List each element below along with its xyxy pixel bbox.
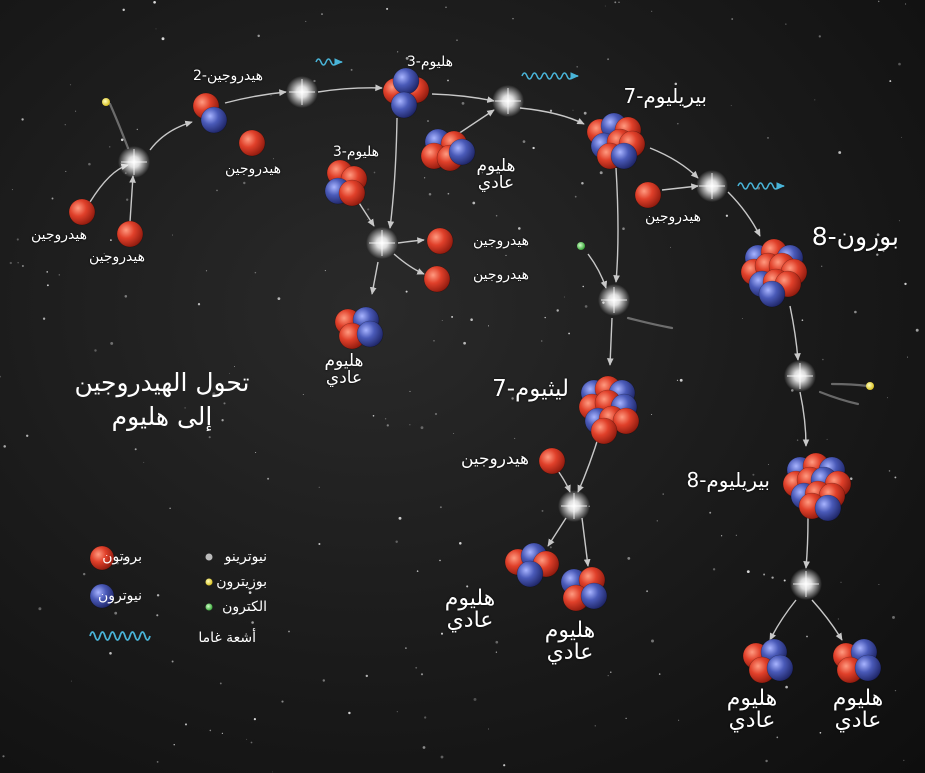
label-hydrogen-2: هيدروجين-2 (193, 68, 263, 84)
hydrogen-nucleus-d (426, 227, 454, 255)
flash-6 (598, 284, 630, 316)
title-line-2: إلى هليوم (111, 401, 213, 431)
boron-8-nucleus (740, 238, 808, 308)
title-line-1: تحول الهيدروجين (74, 368, 250, 397)
helium-4-nucleus-2 (420, 128, 476, 172)
lithium-7-nucleus (578, 375, 640, 445)
label-lithium-7: ليثيوم-7 (492, 376, 569, 402)
legend-positron-label: بوزيترون (216, 574, 267, 590)
hydrogen-2-nucleus (192, 92, 228, 134)
flash-2 (286, 76, 318, 108)
nuclei (68, 67, 882, 684)
flash-8 (558, 490, 590, 522)
legend (89, 545, 213, 641)
hydrogen-nucleus-c (238, 129, 266, 157)
legend-proton-label: بروتون (102, 549, 142, 565)
positron-dot (205, 578, 213, 586)
hydrogen-nucleus-a (68, 198, 96, 226)
helium-4-nucleus-3 (504, 542, 560, 588)
helium-3-nucleus-mid (324, 159, 368, 207)
gamma-ray-2 (521, 72, 579, 80)
electron-1 (577, 242, 585, 250)
label-boron-8: بورون-8 (811, 222, 899, 251)
helium-3-nucleus-top (382, 67, 430, 119)
helium-4-nucleus-5 (742, 638, 794, 684)
beryllium-7-nucleus (586, 112, 646, 170)
helium-4-nucleus-4 (560, 566, 608, 612)
fusion-flashes (118, 76, 822, 600)
label-helium-3-mid: هليوم-3 (332, 144, 379, 160)
label-hydrogen-b: هيدروجين (88, 249, 145, 265)
particle-trails (102, 98, 874, 406)
helium-4-nucleus-1 (334, 306, 384, 350)
beryllium-8-nucleus (782, 452, 852, 522)
flash-4 (366, 227, 398, 259)
positron-1 (102, 98, 110, 106)
hydrogen-nucleus-g (538, 447, 566, 475)
positron-trail-1 (108, 102, 130, 150)
label-hydrogen-d: هيدروجين (472, 233, 529, 249)
flash-1 (118, 146, 150, 178)
label-beryllium-8: بيريليوم-8 (686, 468, 770, 492)
gamma-ray-3 (737, 182, 785, 190)
helium-4-nucleus-6 (832, 638, 882, 684)
positron-trail-2 (830, 382, 870, 388)
label-beryllium-7: بيريليوم-7 (623, 84, 707, 108)
neutrino-dot (205, 553, 213, 561)
positron-2 (866, 382, 874, 390)
reaction-arrows (89, 84, 843, 641)
gamma-ray-1 (315, 58, 343, 66)
label-hydrogen-c: هيدروجين (224, 161, 281, 177)
neutrino-trail-2 (818, 390, 860, 406)
neutrino-trail-1 (626, 316, 674, 330)
hydrogen-nucleus-b (116, 220, 144, 248)
hydrogen-nucleus-f (634, 181, 662, 209)
gamma-rays (315, 58, 785, 190)
legend-neutrino-label: نيوترينو (224, 549, 267, 565)
flash-9 (790, 568, 822, 600)
gamma-wave-icon (89, 631, 151, 641)
electron-dot (205, 603, 213, 611)
legend-electron-label: الكترون (222, 599, 267, 615)
label-hydrogen-a: هيدروجين (30, 227, 87, 243)
label-hydrogen-g: هيدروجين (460, 449, 529, 469)
label-hydrogen-f: هيدروجين (644, 209, 701, 225)
label-hydrogen-e: هيدروجين (472, 267, 529, 283)
hydrogen-nucleus-e (423, 265, 451, 293)
legend-neutron-label: نيوترون (97, 588, 142, 604)
flash-7 (784, 360, 816, 392)
diagram-title: تحول الهيدروجين إلى هليوم (62, 366, 262, 434)
label-helium-3-top: هليوم-3 (406, 54, 453, 70)
legend-gamma-label: أشعة غاما (198, 630, 256, 646)
flash-3 (492, 85, 524, 117)
flash-5 (696, 170, 728, 202)
